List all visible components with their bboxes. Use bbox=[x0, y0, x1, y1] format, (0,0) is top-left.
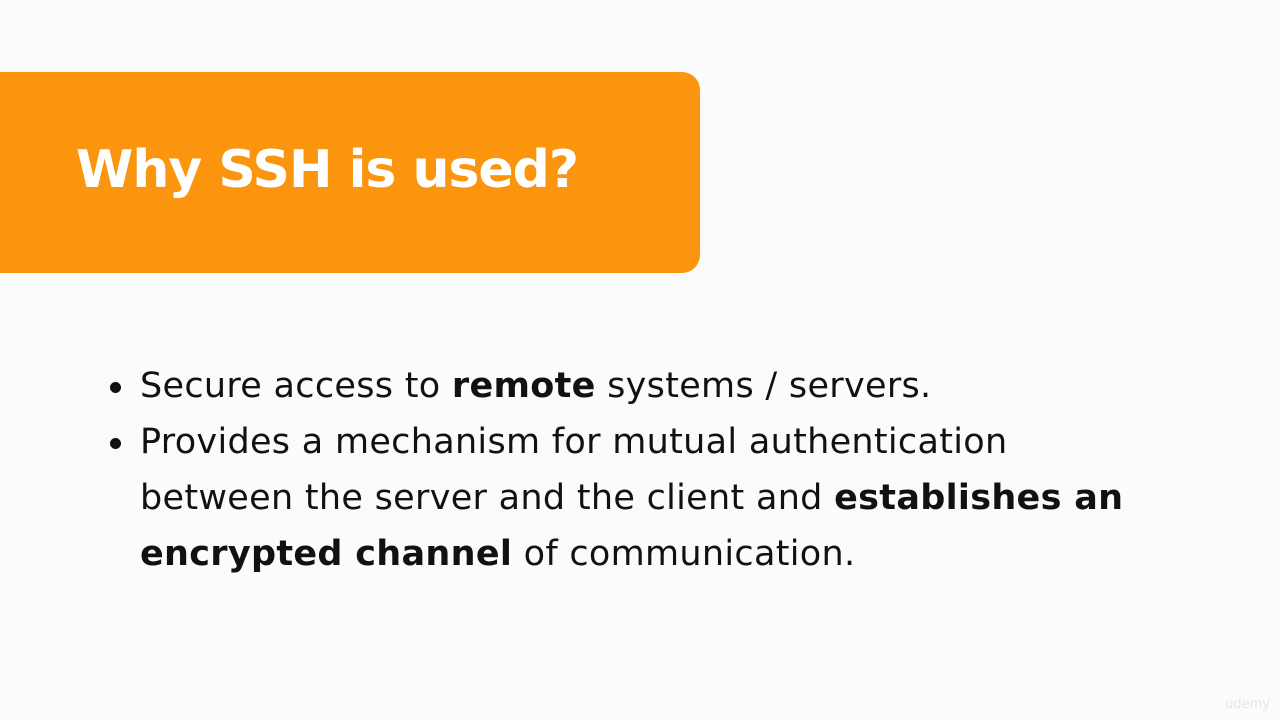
bullet-text: of communication. bbox=[512, 534, 856, 574]
bullet-emphasis: establishes an encrypted channel bbox=[140, 478, 1124, 574]
slide-title: Why SSH is used? bbox=[76, 140, 579, 200]
bullet-text: Secure access to bbox=[140, 366, 452, 406]
bullet-emphasis: remote bbox=[451, 366, 596, 406]
bullet-item: Secure access to remote systems / server… bbox=[106, 358, 1166, 414]
udemy-watermark: udemy bbox=[1225, 697, 1270, 712]
bullet-list: Secure access to remote systems / server… bbox=[106, 358, 1166, 582]
bullet-item: Provides a mechanism for mutual authenti… bbox=[106, 414, 1166, 582]
bullet-text: systems / servers. bbox=[595, 366, 932, 406]
title-banner bbox=[0, 72, 700, 273]
bullet-text: Provides a mechanism for mutual authenti… bbox=[140, 422, 1008, 518]
